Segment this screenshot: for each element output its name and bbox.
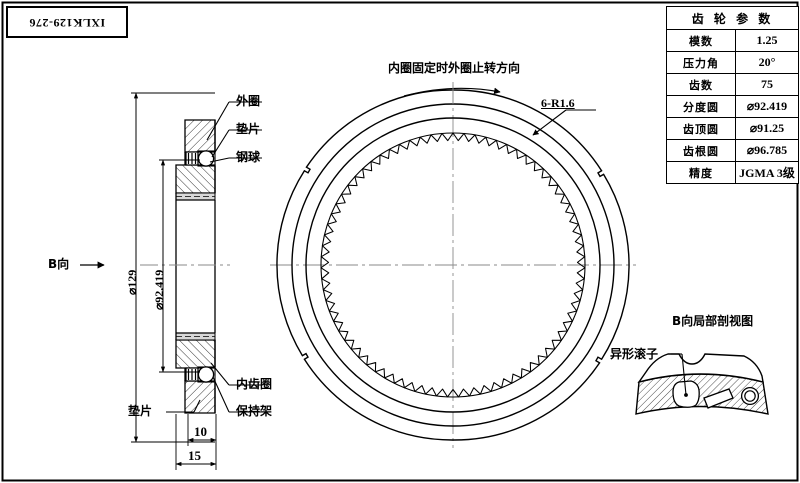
front-view-ring-gear <box>270 82 636 448</box>
dim-label-width-inner: 10 <box>194 424 207 439</box>
detail-view-title: B向局部剖视图 <box>672 314 754 328</box>
cross-section-view <box>80 92 262 470</box>
dim-label-outer-diameter: ⌀129 <box>125 269 139 295</box>
steel-ball-bottom <box>197 366 215 383</box>
callout-shim-bottom: 垫片 <box>128 404 153 418</box>
dim-pitch-diameter <box>159 159 200 373</box>
rotation-direction-arrow <box>403 85 501 104</box>
gear-table-header-row: 齿 轮 参 数 <box>666 6 799 30</box>
callout-steel-ball: 钢球 <box>236 150 261 164</box>
gear-param-name: 齿数 <box>666 73 736 96</box>
steel-ball-top <box>197 150 215 167</box>
gear-param-value: JGMA 3级 <box>735 161 799 184</box>
angled-roller <box>703 388 734 409</box>
gear-param-name: 模数 <box>666 29 736 52</box>
callout-cage: 保持架 <box>236 404 273 418</box>
gear-param-value: 1.25 <box>735 29 799 52</box>
view-direction-label: B向 <box>48 257 70 271</box>
radius-note: 6-R1.6 <box>541 96 575 110</box>
title-block-code: IXLK129-276 <box>28 15 106 30</box>
gear-param-name: 分度圆 <box>666 95 736 118</box>
gear-param-value: ⌀91.25 <box>735 117 799 140</box>
gear-param-value: ⌀92.419 <box>735 95 799 118</box>
cage-top <box>185 151 199 166</box>
inner-ring-outer-circle <box>305 117 601 413</box>
dim-label-width-total: 15 <box>188 448 201 463</box>
radius-leader <box>532 109 596 136</box>
gear-param-name: 齿根圆 <box>666 139 736 162</box>
detail-ring-inner <box>744 390 756 402</box>
cage-bottom <box>185 367 199 382</box>
ball-pocket-bottom <box>197 366 216 383</box>
gear-param-name: 精度 <box>666 161 736 184</box>
detail-upper-body <box>637 353 764 384</box>
callout-inner-gear-ring: 内齿圈 <box>236 377 273 391</box>
dim-label-pitch-diameter: ⌀92.419 <box>152 269 166 310</box>
callout-shim-top: 垫片 <box>236 122 261 136</box>
gear-param-value: ⌀96.785 <box>735 139 799 162</box>
outer-ring-circle <box>276 89 630 441</box>
detail-view-callout: 异形滚子 <box>610 347 659 361</box>
dim-width-10 <box>187 414 217 446</box>
rotation-direction-note: 内圈固定时外圈止转方向 <box>388 61 521 75</box>
gear-table-header: 齿 轮 参 数 <box>666 6 799 30</box>
detail-view-b <box>635 353 769 415</box>
gear-tooth-profile <box>320 132 586 398</box>
inner-gear-ring-top-body <box>175 164 216 194</box>
detail-callout-leader <box>671 353 688 397</box>
gear-param-value: 20° <box>735 51 799 74</box>
inner-gear-ring-bottom-body <box>175 339 216 369</box>
section-callout-leaders-bottom <box>166 362 262 413</box>
gear-param-value: 75 <box>735 73 799 96</box>
gear-table-row: 分度圆⌀92.419 <box>666 95 799 118</box>
gear-table-row: 齿根圆⌀96.785 <box>666 139 799 162</box>
outer-ring-bottom-body <box>184 380 216 414</box>
section-callout-leaders-top <box>206 101 262 163</box>
gear-param-name: 压力角 <box>666 51 736 74</box>
gear-table-row: 齿顶圆⌀91.25 <box>666 117 799 140</box>
internal-gear-teeth <box>320 132 586 398</box>
ball-pocket-top <box>197 150 216 167</box>
gear-param-name: 齿顶圆 <box>666 117 736 140</box>
outer-ring-top-body <box>184 119 216 153</box>
callout-outer-ring: 外圈 <box>236 94 261 108</box>
title-block: IXLK129-276 <box>6 6 128 38</box>
dim-width-15 <box>175 414 217 470</box>
center-lines <box>270 82 636 448</box>
